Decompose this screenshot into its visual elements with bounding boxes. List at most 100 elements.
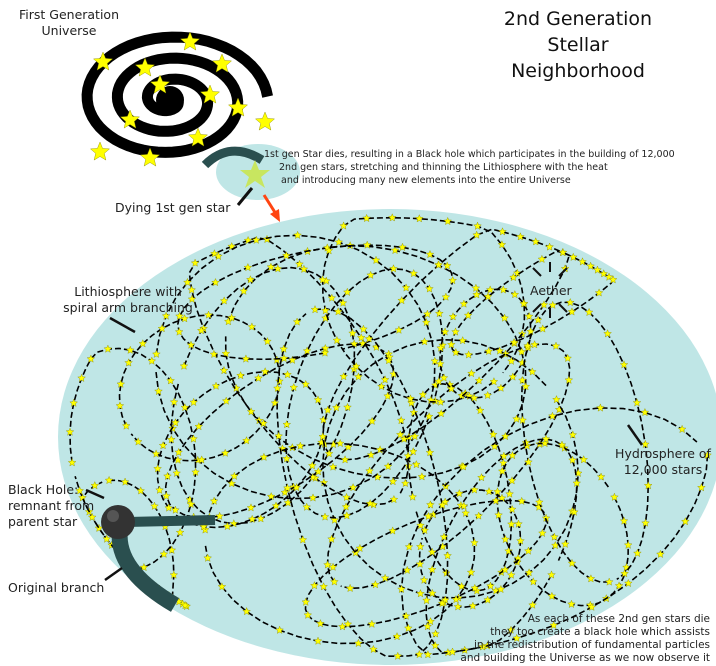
star-path xyxy=(204,442,476,645)
star-icon xyxy=(420,525,429,535)
star-icon xyxy=(371,580,380,589)
star-icon xyxy=(214,251,223,261)
star-icon xyxy=(623,540,633,549)
star-icon xyxy=(351,548,360,557)
star-icon xyxy=(77,373,86,382)
star-icon xyxy=(435,308,444,318)
star-path xyxy=(118,314,281,462)
galaxy-core xyxy=(156,86,184,114)
star-icon xyxy=(279,353,289,363)
star-icon xyxy=(159,549,169,558)
star-icon xyxy=(103,344,113,353)
star-icon xyxy=(524,311,534,321)
star-icon xyxy=(570,507,579,516)
star-icon xyxy=(567,558,577,568)
star-icon xyxy=(428,588,437,598)
star-icon xyxy=(175,527,185,537)
star-icon xyxy=(472,290,481,299)
aether-burst-icon xyxy=(532,262,568,318)
star-icon xyxy=(342,511,352,520)
star-icon xyxy=(219,296,229,305)
star-icon xyxy=(436,343,445,352)
star-icon xyxy=(507,504,517,514)
star-icon xyxy=(470,583,480,592)
star-icon xyxy=(354,638,363,648)
star-icon xyxy=(147,356,157,365)
star-icon xyxy=(448,312,458,321)
star-icon xyxy=(443,551,452,560)
star-icon xyxy=(484,346,494,356)
star-icon xyxy=(436,359,445,368)
star-icon xyxy=(459,462,468,471)
star-icon xyxy=(247,514,257,523)
aether-label: Aether xyxy=(530,283,572,298)
star-icon xyxy=(550,532,559,541)
star-icon xyxy=(388,526,397,535)
star-icon xyxy=(87,512,97,522)
star-icon xyxy=(217,582,227,591)
star-icon xyxy=(484,486,494,496)
star-icon xyxy=(513,268,522,277)
star-icon xyxy=(604,577,614,586)
star-icon xyxy=(288,355,297,364)
star-icon xyxy=(180,314,189,323)
star-icon xyxy=(496,584,506,594)
star-icon xyxy=(568,455,577,464)
star-icon xyxy=(383,461,393,471)
star-icon xyxy=(200,84,220,104)
star-icon xyxy=(464,350,473,359)
star-icon xyxy=(230,471,239,480)
star-icon xyxy=(441,292,451,301)
star-icon xyxy=(396,415,406,425)
death-note-line: 2nd gen stars, stretching and thinning t… xyxy=(279,162,608,173)
star-icon xyxy=(501,534,510,544)
star-icon xyxy=(310,581,319,590)
star-icon xyxy=(451,347,461,357)
star-icon xyxy=(289,382,299,392)
star-icon xyxy=(508,372,518,381)
star-icon xyxy=(362,213,371,223)
star-icon xyxy=(180,403,190,412)
star-icon xyxy=(485,285,495,294)
star-icon xyxy=(212,53,232,73)
star-icon xyxy=(397,584,406,593)
star-icon xyxy=(283,370,292,379)
star-icon xyxy=(280,487,290,497)
star-icon xyxy=(211,381,221,390)
star-icon xyxy=(338,298,348,307)
star-icon xyxy=(93,51,113,71)
star-icon xyxy=(404,542,414,551)
star-icon xyxy=(438,500,447,509)
star-icon xyxy=(247,322,257,331)
star-icon xyxy=(619,360,629,369)
star-icon xyxy=(483,292,493,301)
star-icon xyxy=(255,111,275,131)
star-icon xyxy=(448,647,457,656)
first-gen-spiral-galaxy xyxy=(81,31,275,167)
star-icon xyxy=(440,327,450,336)
star-icon xyxy=(189,397,198,407)
star-icon xyxy=(246,275,255,284)
dying-star-label: Dying 1st gen star xyxy=(115,200,231,215)
star-icon xyxy=(420,337,429,346)
star-icon xyxy=(608,275,618,284)
star-icon xyxy=(78,493,87,502)
star-path xyxy=(276,307,449,657)
star-icon xyxy=(343,402,352,412)
star-icon xyxy=(538,324,547,333)
star-icon xyxy=(266,491,276,501)
star-icon xyxy=(426,500,435,509)
lithiosphere-star-paths xyxy=(65,213,712,660)
star-icon xyxy=(624,578,633,588)
star-icon xyxy=(563,353,572,363)
footer-note-line: in the redistribution of fundamental par… xyxy=(474,639,710,651)
star-icon xyxy=(467,368,476,378)
star-icon xyxy=(319,582,328,591)
star-icon xyxy=(354,372,363,381)
star-icon xyxy=(90,141,110,161)
star-icon xyxy=(442,261,452,270)
star-icon xyxy=(292,317,302,326)
star-icon xyxy=(124,358,133,367)
star-icon xyxy=(67,458,77,467)
star-path xyxy=(418,489,522,608)
